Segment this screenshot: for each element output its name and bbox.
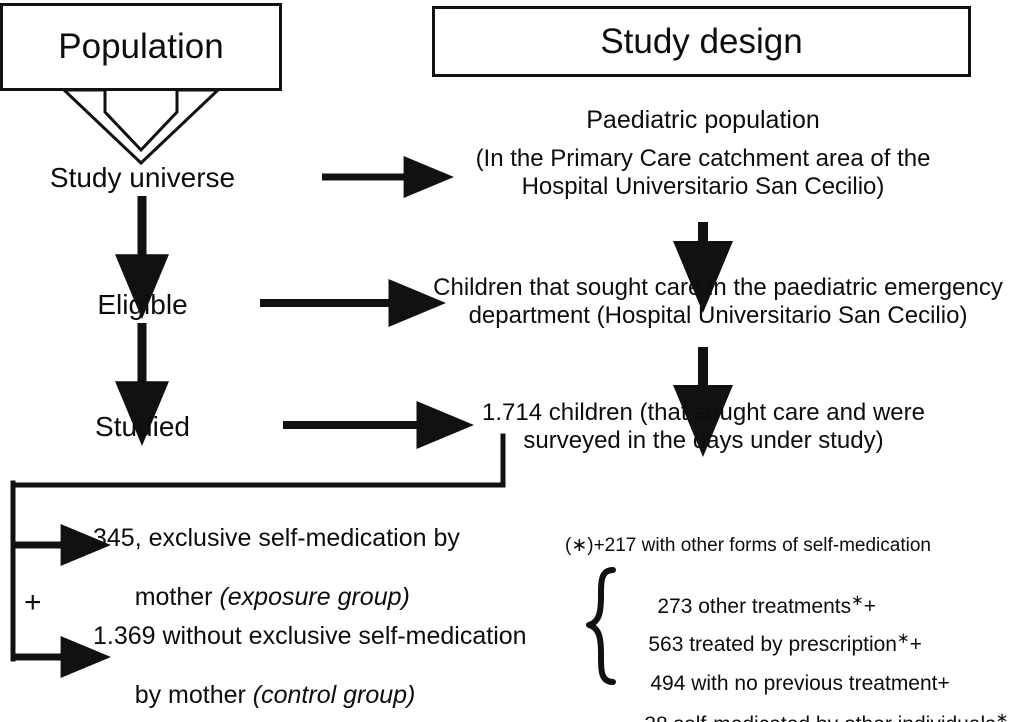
emergency-department-line1: Children that sought care in the paediat… xyxy=(433,274,1003,301)
breakdown-item-1-text: 563 treated by prescription xyxy=(648,632,897,656)
breakdown-item-2-suffix: + xyxy=(937,671,950,695)
group-control: 1.369 without exclusive self-medication … xyxy=(93,622,563,722)
exposure-group-line1: 345, exclusive self-medication by xyxy=(93,524,460,552)
sample-size-line1: 1.714 children (that sought care and wer… xyxy=(482,399,925,426)
exposure-group-tag: (exposure group) xyxy=(219,583,410,611)
control-group-tag: (control group) xyxy=(252,681,416,709)
paediatric-population-line1: (In the Primary Care catchment area of t… xyxy=(475,144,931,172)
study-design-box: Study design xyxy=(432,6,971,77)
breakdown-item-2-text: 494 with no previous treatment xyxy=(650,671,938,695)
node-paediatric-population: Paediatric population (In the Primary Ca… xyxy=(422,106,984,201)
plus-connector-label: + xyxy=(24,586,42,619)
breakdown-item-3-text: 38 self-medicated by other individuals xyxy=(644,713,995,722)
group-exposure: 345, exclusive self-medication by mother… xyxy=(93,524,513,642)
hollow-block-arrow xyxy=(60,88,222,166)
stage-label-study-universe: Study universe xyxy=(49,162,236,193)
exposure-group-line2: mother (exposure group) xyxy=(93,554,513,643)
study-design-box-label: Study design xyxy=(600,21,803,61)
control-group-line2: by mother (control group) xyxy=(93,652,563,722)
breakdown-item-0-suffix: + xyxy=(863,594,876,618)
breakdown-item-1-suffix: + xyxy=(909,632,922,656)
paediatric-population-heading: Paediatric population xyxy=(586,106,820,134)
breakdown-item-3: 38 self-medicated by other individuals∗ xyxy=(621,685,1008,722)
breakdown-item-0-text: 273 other treatments xyxy=(657,594,852,618)
sample-size-line2: surveyed in the days under study) xyxy=(523,427,884,455)
breakdown-item-2: 494 with no previous treatment+ xyxy=(627,644,950,721)
stage-label-eligible: Eligible xyxy=(97,289,188,320)
population-box: Population xyxy=(0,3,282,91)
breakdown-item-0: 273 other treatments∗+ xyxy=(634,567,876,644)
node-sample-size: 1.714 children (that sought care and wer… xyxy=(440,399,967,456)
split-elbow-connector xyxy=(10,433,506,488)
paediatric-population-line2: Hospital Universitario San Cecilio) xyxy=(521,172,885,200)
control-group-line2-plain: by mother xyxy=(134,681,253,709)
population-box-label: Population xyxy=(58,27,224,66)
breakdown-item-3-mark: ∗ xyxy=(995,709,1009,722)
node-emergency-department: Children that sought care in the paediat… xyxy=(412,274,1024,331)
breakdown-item-0-mark: ∗ xyxy=(851,591,864,609)
emergency-department-line2: department (Hospital Universitario San C… xyxy=(468,302,968,330)
control-group-line1: 1.369 without exclusive self-medication xyxy=(93,622,527,650)
breakdown-item-1-mark: ∗ xyxy=(897,629,910,647)
stage-label-studied: Studied xyxy=(95,411,190,442)
exposure-group-line2-plain: mother xyxy=(134,583,220,611)
breakdown-curly-brace xyxy=(586,567,616,685)
breakdown-item-1: 563 treated by prescription∗+ xyxy=(625,605,922,682)
breakdown-footnote: (∗)+217 with other forms of self-medicat… xyxy=(565,535,931,556)
